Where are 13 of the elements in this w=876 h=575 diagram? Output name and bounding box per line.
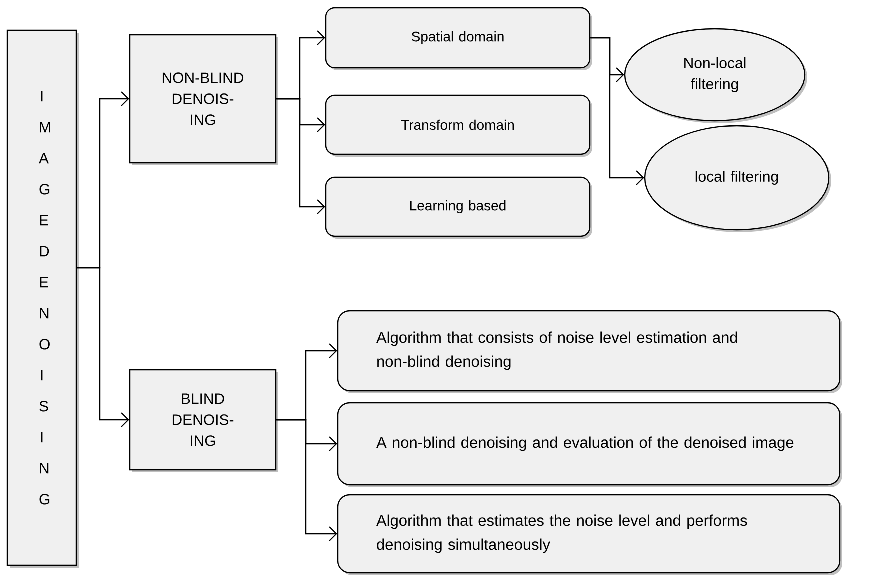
method-box: Transform domain [325, 94, 592, 157]
method-box: A non-blind denoising and evaluation of the denoised image [337, 402, 842, 488]
category-box: I M A G E D E N O I S I N G [6, 30, 79, 568]
method-box: Algorithm that estimates the noise level and performs denoising simultaneously [337, 494, 842, 575]
arrow [77, 267, 130, 428]
method-box: Algorithm that consists of noise level estimation and non-blind denoising [337, 310, 842, 394]
arrow [276, 419, 338, 542]
category-box: NON-BLIND DENOIS- ING [129, 34, 278, 166]
arrow [276, 98, 326, 214]
category-box: BLIND DENOIS- ING [129, 369, 278, 472]
method-box: Spatial domain [325, 7, 592, 70]
method-box: Learning based [325, 176, 592, 239]
arrow [590, 37, 644, 186]
